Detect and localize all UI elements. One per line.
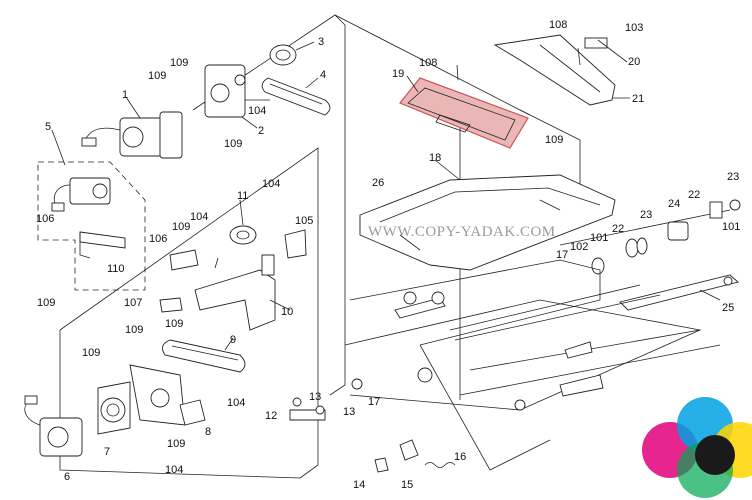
callout-17a: 17	[368, 396, 380, 408]
callout-110: 110	[107, 263, 125, 275]
callout-17b: 17	[556, 249, 568, 261]
callout-22b: 22	[688, 189, 700, 201]
callout-8: 8	[205, 426, 211, 438]
callout-108b: 108	[549, 19, 567, 31]
callout-24: 24	[668, 198, 680, 210]
callout-6: 6	[64, 471, 70, 483]
callout-23b: 23	[727, 171, 739, 183]
callout-109b: 109	[148, 70, 166, 82]
callout-2: 2	[258, 125, 264, 137]
callout-3: 3	[318, 36, 324, 48]
callout-14: 14	[353, 479, 365, 491]
callout-109e: 109	[37, 297, 55, 309]
callout-1: 1	[122, 89, 128, 101]
callout-9: 9	[230, 334, 236, 346]
callout-105: 105	[295, 215, 313, 227]
callout-13a: 13	[309, 391, 321, 403]
callout-101b: 101	[722, 221, 740, 233]
callout-102: 102	[570, 241, 588, 253]
upper-guide-and-tray	[359, 34, 616, 271]
callout-25: 25	[722, 302, 734, 314]
leader-lines	[51, 39, 721, 351]
callout-108a: 108	[419, 57, 437, 69]
callout-19: 19	[392, 68, 404, 80]
callout-7: 7	[104, 446, 110, 458]
highlighted-part-19	[399, 77, 529, 400]
small-link-parts	[289, 397, 456, 473]
callout-22a: 22	[612, 223, 624, 235]
callout-106b: 106	[149, 233, 167, 245]
callout-103: 103	[625, 22, 643, 34]
callout-109f: 109	[165, 318, 183, 330]
callout-101a: 101	[590, 232, 608, 244]
callout-11: 11	[237, 190, 248, 202]
callout-104d: 104	[227, 397, 245, 409]
callout-15: 15	[401, 479, 413, 491]
middle-bracket-assembly	[159, 225, 307, 373]
watermark-text: WWW.COPY-YADAK.COM	[368, 224, 556, 240]
lower-frame-and-rollers	[344, 259, 721, 471]
callout-23a: 23	[640, 209, 652, 221]
callout-107: 107	[124, 297, 142, 309]
callout-104a: 104	[248, 105, 266, 117]
lower-motor-assembly	[24, 364, 206, 457]
callout-109a: 109	[170, 57, 188, 69]
callout-109d: 109	[172, 221, 190, 233]
callout-109j: 109	[545, 134, 563, 146]
callout-26: 26	[372, 177, 384, 189]
callout-5: 5	[45, 121, 51, 133]
callout-104b: 104	[262, 178, 280, 190]
callout-4: 4	[320, 69, 326, 81]
callout-12: 12	[265, 410, 277, 422]
callout-109i: 109	[167, 438, 185, 450]
callout-21: 21	[632, 93, 644, 105]
callout-109g: 109	[125, 324, 143, 336]
callout-106a: 106	[36, 213, 54, 225]
callout-16: 16	[454, 451, 466, 463]
callout-20: 20	[628, 56, 640, 68]
callout-109c: 109	[224, 138, 242, 150]
right-shaft-assembly	[559, 199, 741, 311]
drive-motor-assembly	[81, 44, 331, 159]
callout-104c: 104	[190, 211, 208, 223]
callout-18: 18	[429, 152, 441, 164]
callout-10: 10	[281, 306, 293, 318]
callout-104e: 104	[165, 464, 183, 476]
solenoid-group-dashed-box	[37, 161, 146, 291]
callout-109h: 109	[82, 347, 100, 359]
callout-13b: 13	[343, 406, 355, 418]
callout-labels: 1 2 3 4 5 6 7 8 9 10 11 12 13 13 14 15 1…	[36, 19, 740, 491]
color-circles-logo	[642, 397, 752, 498]
